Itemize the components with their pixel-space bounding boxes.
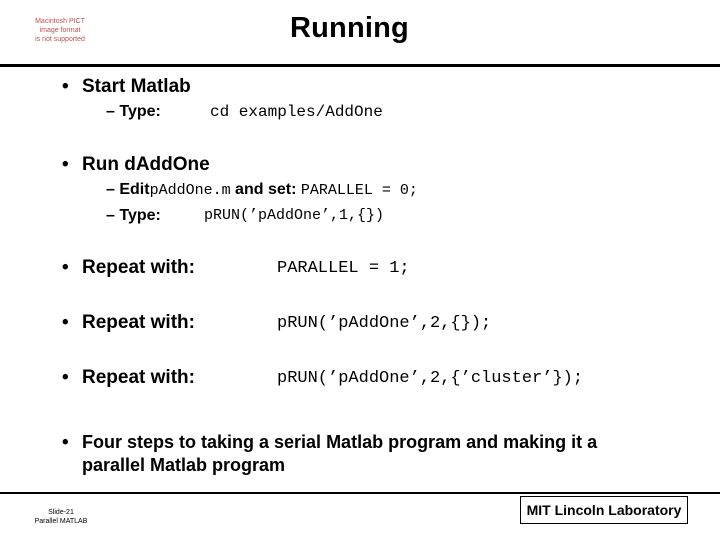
- bullet-text: Repeat with:: [82, 367, 195, 388]
- sub-label: Type:: [119, 103, 161, 120]
- bullet-text: Repeat with:: [82, 312, 195, 333]
- slide-number: Slide-21 Parallel MATLAB: [30, 508, 92, 526]
- deck-label: Parallel MATLAB: [34, 518, 88, 525]
- sub-bullet-edit: – EditpAddOne.m and set: PARALLEL = 0;: [106, 180, 418, 201]
- pict-placeholder-notice: Macintosh PICT image format is not suppo…: [26, 17, 94, 44]
- sub-label-and-set: and set:: [235, 181, 297, 198]
- bullet-repeat-1: • Repeat with:: [62, 257, 195, 279]
- bullet-marker: •: [62, 76, 69, 97]
- pict-notice-line-1: Macintosh PICT: [35, 18, 85, 25]
- code-parallel-zero: PARALLEL = 0;: [300, 182, 418, 199]
- sub-dash: –: [106, 207, 115, 224]
- sub-label-edit: Edit: [119, 181, 150, 198]
- bullet-marker: •: [62, 257, 69, 278]
- bullet-text: Start Matlab: [82, 76, 191, 97]
- sub-dash: –: [106, 181, 115, 198]
- bullet-marker: •: [62, 154, 69, 175]
- code-filename: pAddOne.m: [149, 182, 231, 199]
- bullet-marker: •: [62, 432, 69, 453]
- pict-notice-line-3: is not supported: [35, 36, 85, 43]
- lab-name-box: MIT Lincoln Laboratory: [520, 496, 688, 524]
- bullet-text: Repeat with:: [82, 257, 195, 278]
- bullet-repeat-2: • Repeat with:: [62, 312, 195, 334]
- sub-bullet-type-cd: – Type:: [106, 102, 161, 122]
- code-cd-examples: cd examples/AddOne: [210, 103, 383, 121]
- bullet-marker: •: [62, 367, 69, 388]
- bullet-four-steps: • Four steps to taking a serial Matlab pr…: [62, 431, 682, 476]
- code-prun-2: pRUN(’pAddOne’,2,{});: [277, 314, 492, 333]
- pict-notice-line-2: image format: [39, 27, 81, 34]
- bullet-marker: •: [62, 312, 69, 333]
- sub-label: Type:: [119, 207, 161, 224]
- code-prun-cluster: pRUN(’pAddOne’,2,{’cluster’});: [277, 369, 584, 388]
- code-prun-1: pRUN(’pAddOne’,1,{}): [204, 207, 385, 224]
- bullet-text-line-2: parallel Matlab program: [82, 455, 286, 475]
- bullet-run-daddone: • Run dAddOne: [62, 154, 210, 176]
- code-parallel-one: PARALLEL = 1;: [277, 259, 410, 278]
- bullet-start-matlab: • Start Matlab: [62, 76, 191, 98]
- title-divider: [0, 64, 720, 67]
- bullet-text-line-1: Four steps to taking a serial Matlab pro…: [82, 432, 598, 452]
- bullet-text: Run dAddOne: [82, 154, 210, 175]
- slide-label: Slide-21: [48, 509, 74, 516]
- sub-bullet-type-prun: – Type:: [106, 206, 161, 226]
- bullet-repeat-3: • Repeat with:: [62, 367, 195, 389]
- footer-divider: [0, 492, 720, 494]
- slide-title: Running: [290, 12, 409, 44]
- sub-dash: –: [106, 103, 115, 120]
